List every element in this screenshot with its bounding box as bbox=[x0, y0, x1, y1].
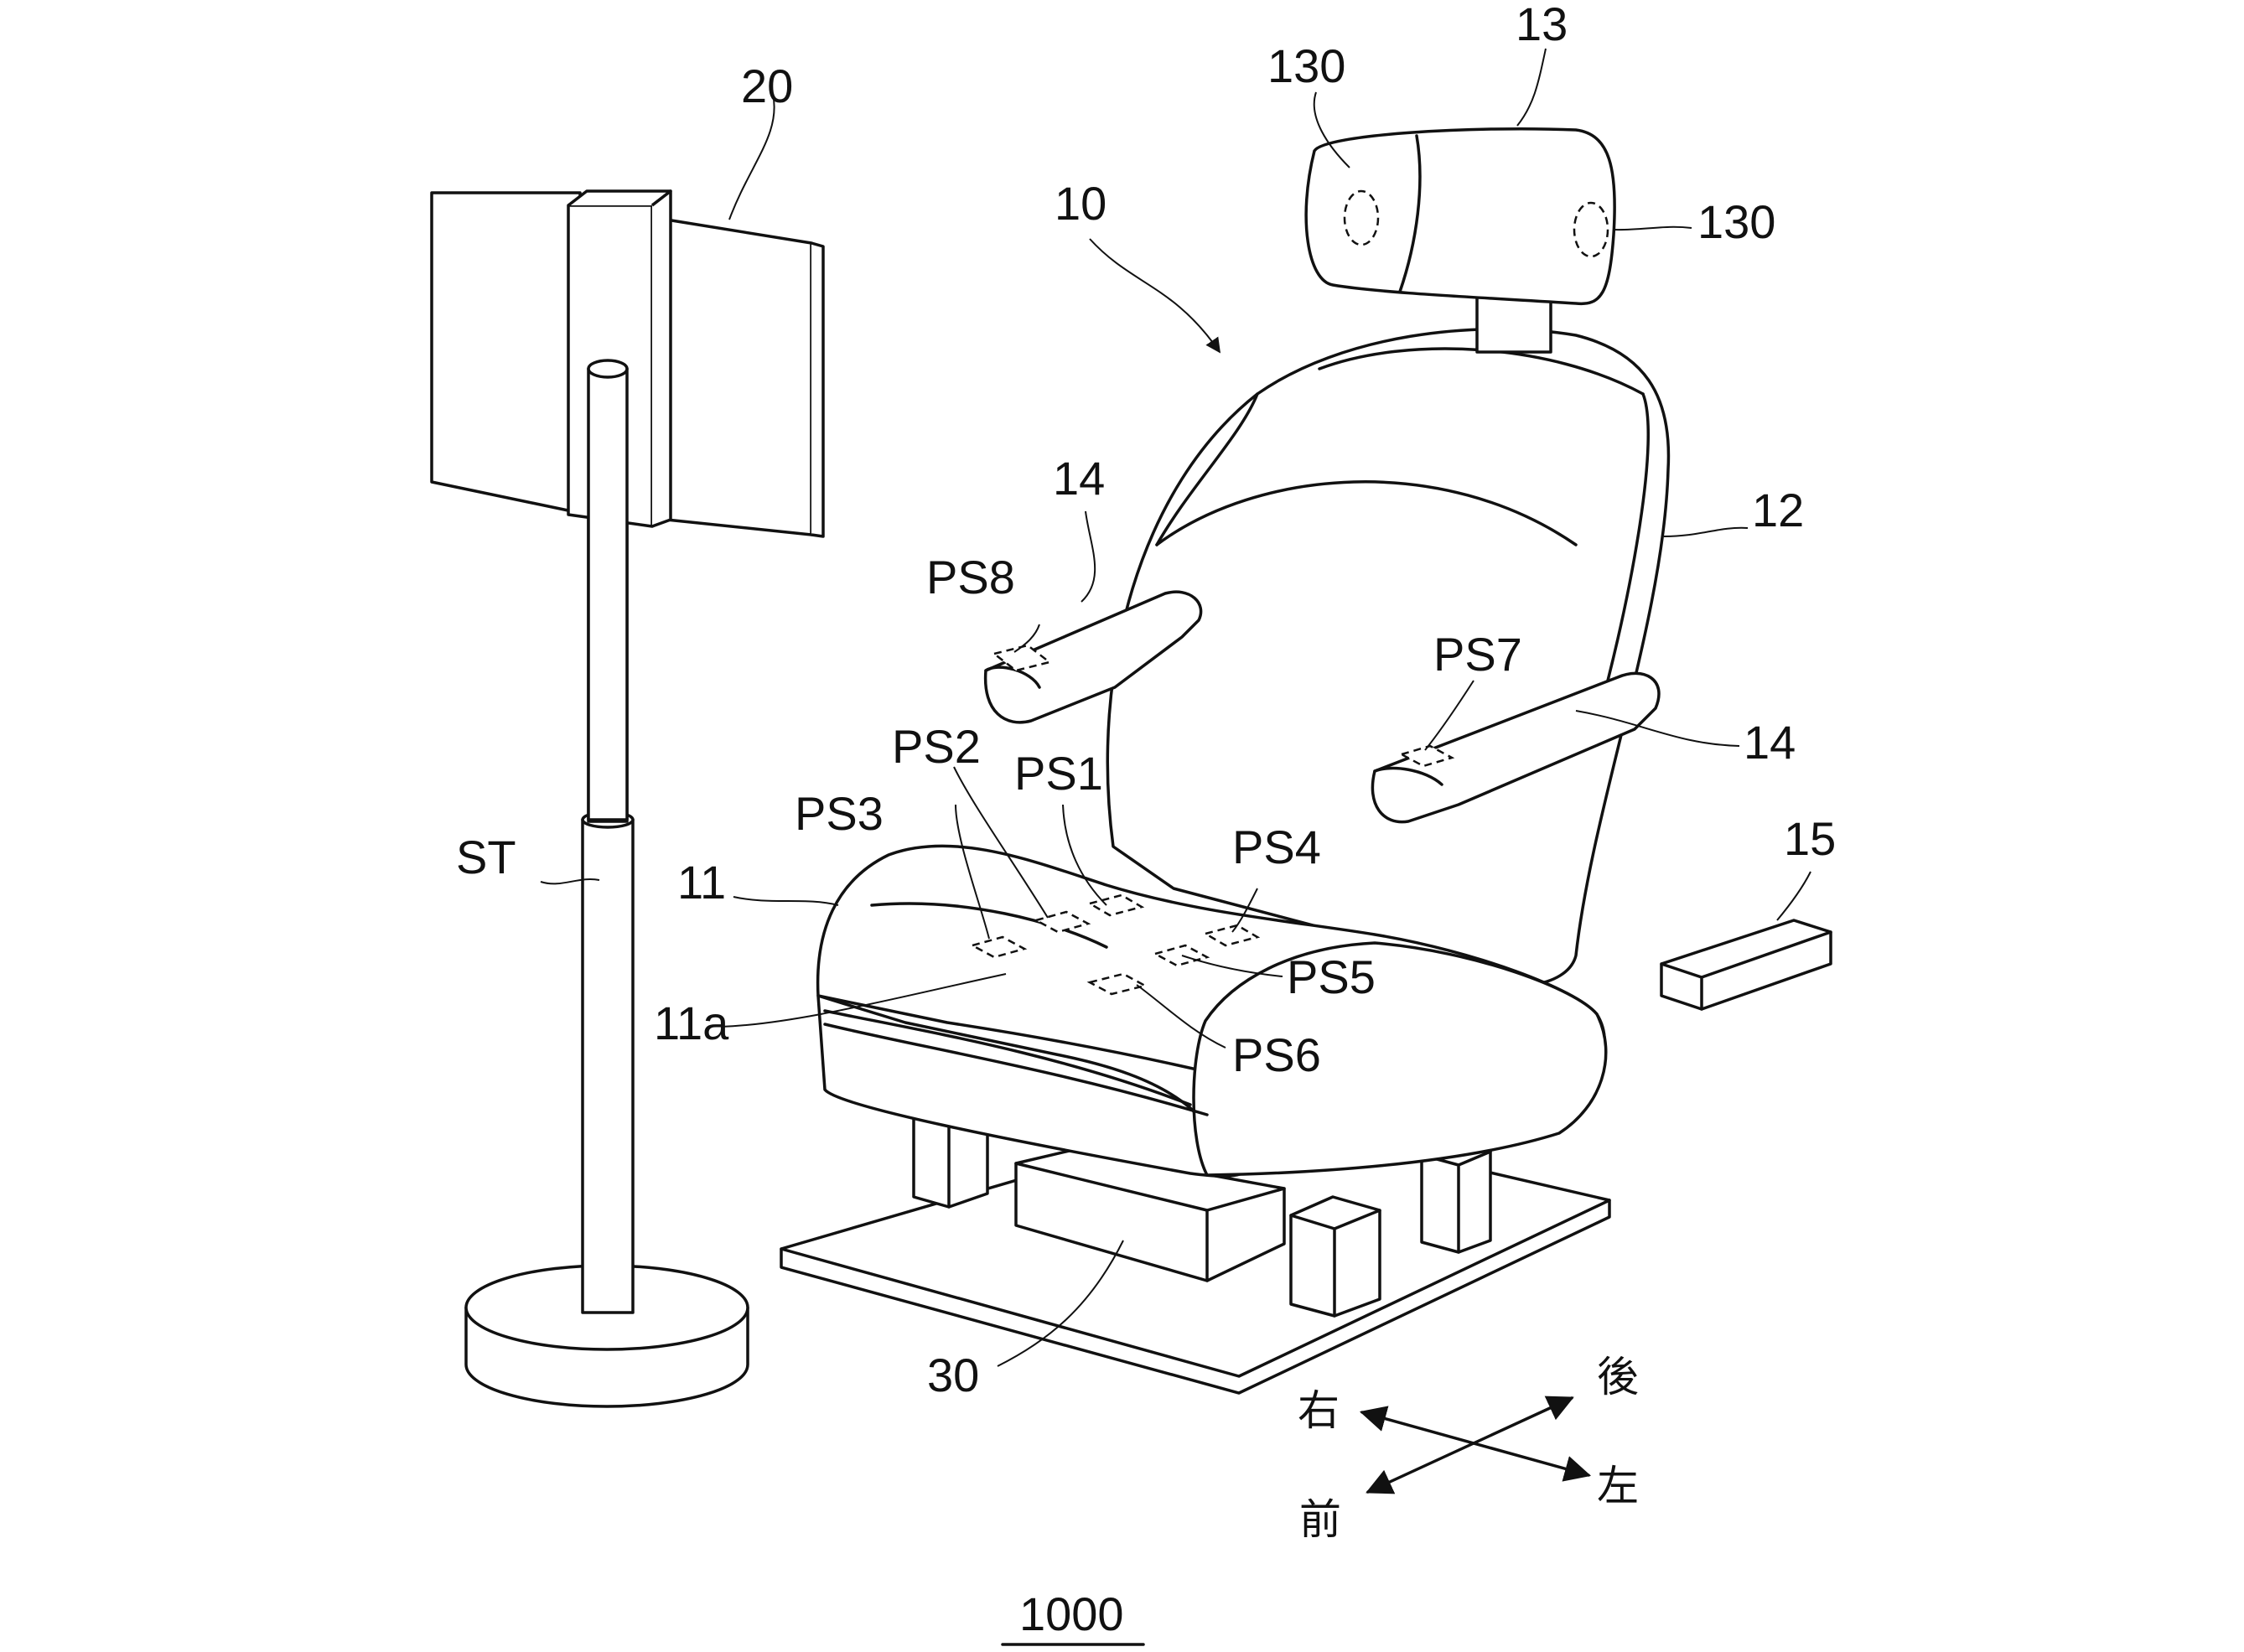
label-direction-rear: 後 bbox=[1597, 1353, 1639, 1401]
direction-compass bbox=[1362, 1398, 1588, 1492]
label-controller: 15 bbox=[1784, 812, 1836, 865]
backrest bbox=[1107, 329, 1668, 986]
label-seat-surface: 11a bbox=[654, 997, 729, 1049]
speaker-left-icon bbox=[1345, 191, 1378, 245]
label-display: 20 bbox=[741, 60, 793, 112]
label-backrest: 12 bbox=[1752, 484, 1804, 536]
label-sensor-ps6: PS6 bbox=[1232, 1028, 1321, 1081]
label-sensor-ps7: PS7 bbox=[1433, 628, 1522, 681]
label-sensor-ps5: PS5 bbox=[1287, 950, 1376, 1003]
figure-number: 1000 bbox=[1019, 1587, 1124, 1640]
label-speaker-left: 130 bbox=[1267, 39, 1345, 92]
label-sensor-ps3: PS3 bbox=[795, 787, 884, 840]
label-direction-left: 左 bbox=[1597, 1462, 1639, 1510]
label-seat-assembly: 10 bbox=[1055, 177, 1106, 230]
label-sensor-ps1: PS1 bbox=[1014, 747, 1103, 800]
label-sensor-ps4: PS4 bbox=[1232, 821, 1321, 873]
label-direction-front: 前 bbox=[1299, 1495, 1341, 1544]
controller-box bbox=[1661, 920, 1831, 1009]
label-sensor-ps8: PS8 bbox=[926, 551, 1015, 603]
label-speaker-right: 130 bbox=[1697, 195, 1775, 248]
display-stand bbox=[432, 191, 823, 1406]
headrest bbox=[1306, 129, 1614, 352]
label-base-unit: 30 bbox=[927, 1349, 979, 1401]
label-sensor-ps2: PS2 bbox=[892, 720, 981, 773]
label-stand: ST bbox=[456, 831, 516, 883]
label-direction-right: 右 bbox=[1298, 1386, 1340, 1435]
label-seat-cushion: 11 bbox=[677, 856, 726, 909]
label-armrest-right: 14 bbox=[1744, 716, 1796, 769]
label-armrest-left: 14 bbox=[1053, 452, 1105, 505]
speaker-right-icon bbox=[1574, 203, 1608, 256]
label-headrest: 13 bbox=[1516, 0, 1568, 50]
